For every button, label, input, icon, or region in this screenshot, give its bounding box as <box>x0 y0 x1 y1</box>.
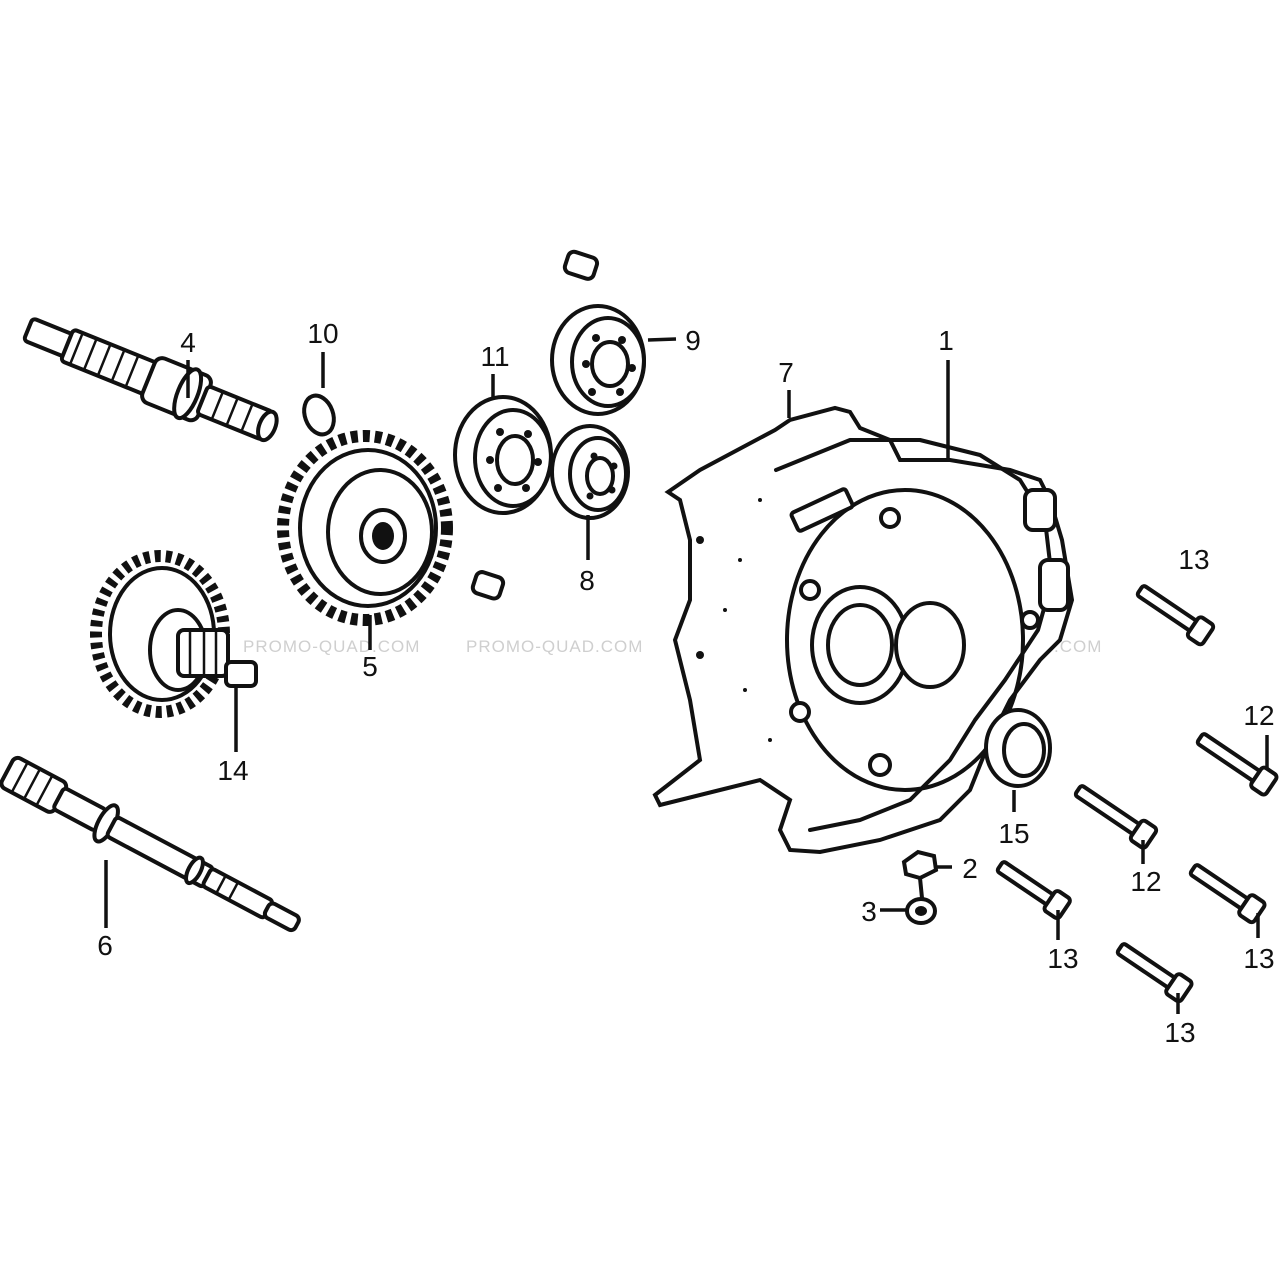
callout-1: 1 <box>938 325 954 356</box>
part-14-counter-gear <box>90 550 258 718</box>
watermark-2: PROMO-QUAD.COM <box>466 637 643 656</box>
callout-11: 11 <box>480 341 509 372</box>
dowel-pin-bottom <box>470 570 506 601</box>
callout-4: 4 <box>180 327 196 358</box>
part-3-washer <box>905 897 937 925</box>
part-9-bearing <box>550 304 646 416</box>
callout-7: 7 <box>778 357 794 388</box>
callout-13-a: 13 <box>1178 544 1209 575</box>
leader-lines <box>104 337 1269 1014</box>
part-11-bearing <box>453 395 553 515</box>
callout-9: 9 <box>685 325 701 356</box>
part-13-bolt-b <box>995 860 1072 921</box>
part-4-drive-shaft <box>22 317 279 443</box>
part-15-oil-seal <box>984 708 1052 788</box>
callout-3: 3 <box>861 896 877 927</box>
part-1-transmission-case <box>652 405 1075 855</box>
callout-8: 8 <box>579 565 595 596</box>
callout-15: 15 <box>998 818 1029 849</box>
part-8-bearing <box>550 424 630 520</box>
callout-6: 6 <box>97 930 113 961</box>
part-10-circlip <box>302 393 336 437</box>
callout-10: 10 <box>307 318 338 349</box>
callout-13-c: 13 <box>1243 943 1274 974</box>
watermark-1: PROMO-QUAD.COM <box>243 637 420 656</box>
callout-14: 14 <box>217 755 248 786</box>
part-13-bolt-a <box>1135 584 1216 647</box>
part-6-output-shaft <box>0 755 301 933</box>
part-12-bolt-a <box>1195 732 1279 797</box>
callout-12-b: 12 <box>1130 866 1161 897</box>
part-13-bolt-d <box>1115 942 1194 1004</box>
part-5-large-gear <box>277 430 453 626</box>
part-12-bolt-b <box>1073 784 1159 850</box>
dowel-pin-top <box>562 249 600 281</box>
callout-13-d: 13 <box>1164 1017 1195 1048</box>
part-2-drain-bolt <box>901 849 939 900</box>
callout-13-b: 13 <box>1047 943 1078 974</box>
part-13-bolt-c <box>1188 863 1267 925</box>
callout-5: 5 <box>362 651 378 682</box>
callout-12-a: 12 <box>1243 700 1274 731</box>
callout-2: 2 <box>962 853 978 884</box>
